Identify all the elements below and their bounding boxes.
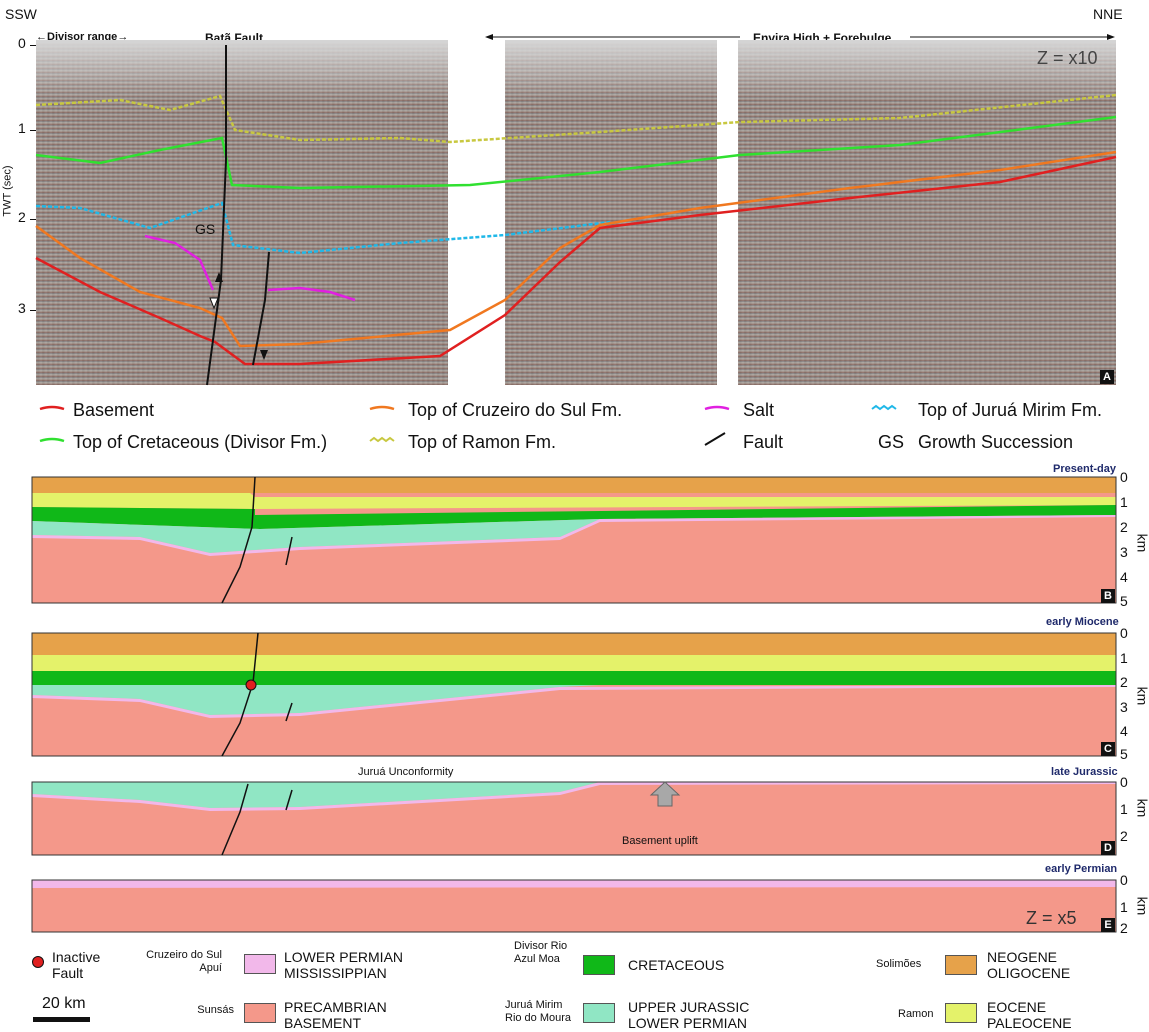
c-tick-0: 0 <box>1120 625 1128 641</box>
b-tick-2: 2 <box>1120 519 1128 535</box>
c-tick-3: 3 <box>1120 699 1128 715</box>
b-tick-5: 5 <box>1120 593 1128 609</box>
fault-arrow-down <box>209 297 219 310</box>
seismic-block-3 <box>738 40 1116 385</box>
unit-1-formations: Sunsás <box>197 1004 234 1016</box>
legend-fault: Fault <box>743 432 784 452</box>
section-c-title: early Miocene <box>1046 616 1119 628</box>
twt-tick-2: 2 <box>18 209 26 225</box>
unit-2-formations: Divisor Rio Azul Moa <box>514 940 568 965</box>
unit-4-formations: Solimões <box>876 958 922 970</box>
secondary-fault-line <box>252 251 270 366</box>
b-tick-1: 1 <box>1120 494 1128 510</box>
badge-c: C <box>1101 742 1115 756</box>
seismic-block-2 <box>505 40 717 385</box>
section-b-title: Present-day <box>1053 463 1116 475</box>
inactive-fault-dot <box>32 956 44 968</box>
e-tick-2: 2 <box>1120 920 1128 936</box>
d-unit: km <box>1134 798 1149 818</box>
badge-a: A <box>1100 370 1114 384</box>
bata-fault-line <box>206 45 227 386</box>
b-tick-3: 3 <box>1120 544 1128 560</box>
unit-5-formations: Ramon <box>898 1008 934 1020</box>
ramon-horizon <box>35 93 1117 144</box>
legend-a-symbols <box>39 404 897 446</box>
unit-0-age: LOWER PERMIAN MISSISSIPPIAN <box>284 949 404 981</box>
unit-0-formations: Cruzeiro do Sul Apuí <box>146 949 222 974</box>
z-scale-e: Z = x5 <box>1026 908 1077 928</box>
basement-horizon <box>35 155 1117 366</box>
fault-arrow-up <box>215 272 223 282</box>
unit-2-age: CRETACEOUS <box>628 957 725 973</box>
salt-horizon-1 <box>144 234 215 291</box>
e-unit: km <box>1134 896 1149 916</box>
jurua-unconformity-label: Juruá Unconformity <box>358 766 454 778</box>
cross-sections <box>31 476 1117 933</box>
fault-arrow-down-2 <box>260 350 268 360</box>
seismic-block-1 <box>36 40 448 385</box>
twt-axis: 0 1 2 3 TWT (sec) <box>0 35 36 385</box>
cruzeiro-horizon <box>35 150 1117 348</box>
c-unit: km <box>1134 686 1149 706</box>
salt-horizon-2 <box>267 286 356 302</box>
basement-uplift-label: Basement uplift <box>622 835 698 847</box>
c-tick-2: 2 <box>1120 674 1128 690</box>
twt-tick-3: 3 <box>18 300 26 316</box>
unit-1-age: PRECAMBRIAN BASEMENT <box>284 999 387 1031</box>
b-tick-0: 0 <box>1120 469 1128 485</box>
unit-5-age: EOCENE PALEOCENE <box>987 999 1072 1031</box>
legend-jurua: Top of Juruá Mirim Fm. <box>918 400 1103 420</box>
legend-basement: Basement <box>73 400 155 420</box>
e-tick-0: 0 <box>1120 872 1128 888</box>
badge-b: B <box>1101 589 1115 603</box>
section-d-title: late Jurassic <box>1051 766 1118 778</box>
envira-arrow <box>485 34 1115 40</box>
gs-label: GS <box>195 221 216 237</box>
unit-3-formations: Juruá Mirim Rio do Moura <box>505 999 572 1024</box>
seismic-interpretation <box>35 45 1117 386</box>
cretaceous-horizon <box>35 115 1117 190</box>
scale-bar-label: 20 km <box>42 995 86 1012</box>
c-tick-1: 1 <box>1120 650 1128 666</box>
orientation-nne: NNE <box>1093 6 1123 22</box>
c-tick-5: 5 <box>1120 746 1128 762</box>
unit-4-swatch <box>945 955 977 975</box>
orientation-ssw: SSW <box>5 6 37 22</box>
unit-3-swatch <box>583 1003 615 1023</box>
b-tick-4: 4 <box>1120 569 1128 585</box>
badge-d: D <box>1101 841 1115 855</box>
unit-3-age: UPPER JURASSIC LOWER PERMIAN <box>628 999 750 1031</box>
d-tick-2: 2 <box>1120 828 1128 844</box>
section-b <box>31 476 1117 604</box>
e-tick-1: 1 <box>1120 899 1128 915</box>
twt-tick-0: 0 <box>18 35 26 51</box>
legend-cruzeiro: Top of Cruzeiro do Sul Fm. <box>408 400 623 420</box>
scale-bar <box>33 1017 90 1022</box>
legend-ramon: Top of Ramon Fm. <box>408 432 557 452</box>
section-e-title: early Permian <box>1045 863 1118 875</box>
twt-tick-1: 1 <box>18 120 26 136</box>
badge-e: E <box>1101 918 1115 932</box>
jurua-horizon <box>35 201 611 255</box>
section-e <box>31 879 1117 933</box>
b-unit: km <box>1134 533 1149 553</box>
legend-gs-full: Growth Succession <box>918 432 1074 452</box>
section-c <box>31 632 1117 757</box>
unit-4-age: NEOGENE OLIGOCENE <box>987 949 1071 981</box>
d-tick-0: 0 <box>1120 774 1128 790</box>
unit-5-swatch <box>945 1003 977 1023</box>
unit-1-swatch <box>244 1003 276 1023</box>
inactive-fault-label: Inactive Fault <box>52 949 101 981</box>
unit-0-swatch <box>244 954 276 974</box>
section-d <box>31 781 1117 856</box>
unit-2-swatch <box>583 955 615 975</box>
c-tick-4: 4 <box>1120 723 1128 739</box>
z-scale-a: Z = x10 <box>1037 48 1098 68</box>
legend-cretaceous: Top of Cretaceous (Divisor Fm.) <box>73 432 328 452</box>
legend-gs-abbr: GS <box>878 432 905 452</box>
d-tick-1: 1 <box>1120 801 1128 817</box>
legend-salt: Salt <box>743 400 775 420</box>
